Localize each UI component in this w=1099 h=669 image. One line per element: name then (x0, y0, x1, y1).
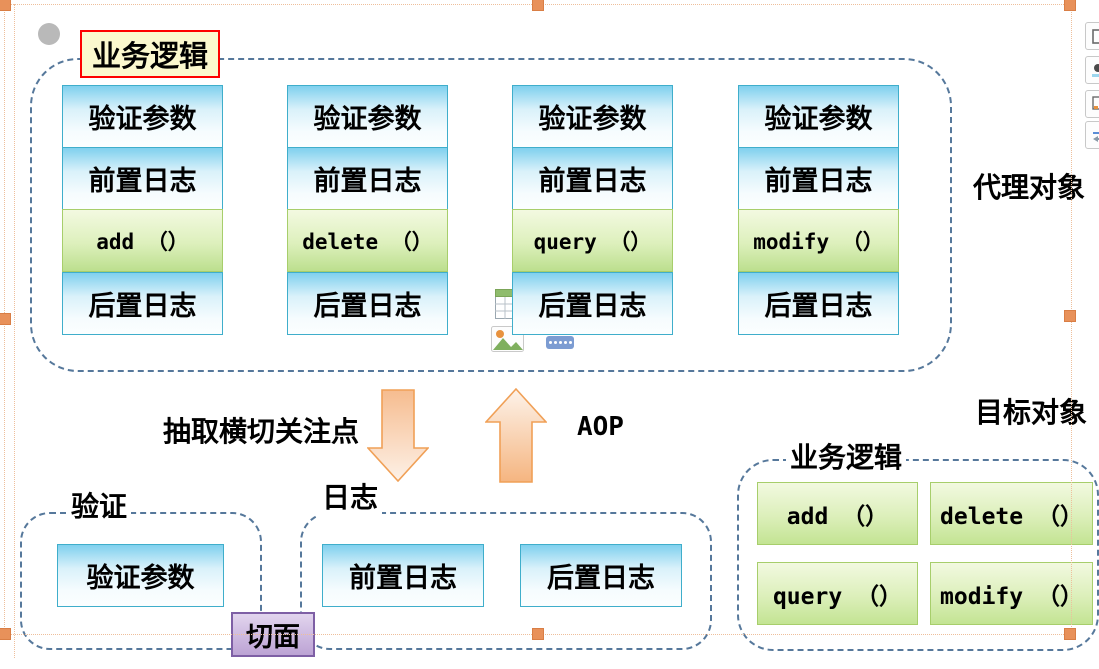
cell-verify-params[interactable]: 验证参数 (512, 85, 673, 148)
proxy-group-outline[interactable] (30, 58, 952, 372)
proxy-object-label: 代理对象 (973, 173, 1086, 204)
placeholder-left-guide (14, 4, 15, 658)
target-method-modify[interactable]: modify （） (930, 562, 1093, 625)
aop-label: AOP (577, 412, 624, 442)
cell-pre-log[interactable]: 前置日志 (512, 147, 673, 210)
selection-handle-bottom-right[interactable] (1064, 628, 1076, 640)
cell-pre-log[interactable]: 前置日志 (738, 147, 899, 210)
cell-pre-log[interactable]: 前置日志 (287, 147, 448, 210)
cell-method-query[interactable]: query （） (512, 209, 673, 272)
target-method-delete[interactable]: delete （） (930, 482, 1093, 545)
log-group-outline[interactable] (300, 512, 712, 650)
bullet-circle-shape[interactable] (38, 23, 60, 45)
verify-group-label: 验证 (67, 485, 132, 525)
target-group-outline[interactable] (737, 459, 1099, 651)
pre-log-box[interactable]: 前置日志 (322, 544, 484, 607)
refresh-options-button[interactable] (1085, 121, 1099, 149)
extract-crosscut-label: 抽取横切关注点 (163, 417, 360, 448)
cell-verify-params[interactable]: 验证参数 (287, 85, 448, 148)
format-options-button[interactable] (1085, 56, 1099, 84)
layout-options-button[interactable] (1085, 90, 1099, 118)
down-arrow-shape[interactable] (367, 389, 429, 482)
verify-params-box[interactable]: 验证参数 (57, 544, 224, 607)
cell-post-log[interactable]: 后置日志 (738, 272, 899, 335)
selection-handle-bottom-mid[interactable] (532, 628, 544, 640)
aspect-tag-label: 切面 (246, 622, 300, 652)
verify-group-outline[interactable] (20, 512, 262, 650)
selection-handle-bottom-left[interactable] (0, 628, 11, 640)
selection-handle-top-mid[interactable] (532, 0, 544, 11)
cell-post-log[interactable]: 后置日志 (287, 272, 448, 335)
arrows-icon (1093, 132, 1099, 142)
cell-method-add[interactable]: add （） (62, 209, 223, 272)
up-arrow-shape[interactable] (485, 388, 547, 483)
cell-method-delete[interactable]: delete （） (287, 209, 448, 272)
proxy-group-label: 业务逻辑 (91, 41, 208, 73)
aspect-tag-box[interactable]: 切面 (231, 612, 315, 657)
brush-icon (1092, 64, 1099, 77)
proxy-column-delete[interactable]: 验证参数 前置日志 delete （） 后置日志 (287, 85, 448, 335)
proxy-group-label-box[interactable]: 业务逻辑 (80, 30, 220, 78)
proxy-column-modify[interactable]: 验证参数 前置日志 modify （） 后置日志 (738, 85, 899, 335)
target-object-label: 目标对象 (975, 398, 1088, 429)
insert-diagram-icon[interactable] (546, 336, 574, 349)
clipboard-icon (1092, 29, 1099, 44)
selection-handle-mid-right[interactable] (1064, 310, 1076, 322)
target-group-label: 业务逻辑 (786, 436, 907, 476)
target-method-add[interactable]: add （） (757, 482, 918, 545)
selection-handle-top-right[interactable] (1064, 0, 1076, 11)
proxy-column-add[interactable]: 验证参数 前置日志 add （） 后置日志 (62, 85, 223, 335)
post-log-box[interactable]: 后置日志 (520, 544, 682, 607)
page-layout-icon (1092, 96, 1099, 110)
cell-pre-log[interactable]: 前置日志 (62, 147, 223, 210)
cell-method-modify[interactable]: modify （） (738, 209, 899, 272)
cell-verify-params[interactable]: 验证参数 (62, 85, 223, 148)
target-method-query[interactable]: query （） (757, 562, 918, 625)
paste-options-button[interactable] (1085, 22, 1099, 50)
proxy-column-query[interactable]: 验证参数 前置日志 query （） 后置日志 (512, 85, 673, 335)
selection-handle-mid-left[interactable] (0, 313, 11, 325)
cell-post-log[interactable]: 后置日志 (512, 272, 673, 335)
selection-handle-top-left[interactable] (0, 0, 11, 11)
cell-post-log[interactable]: 后置日志 (62, 272, 223, 335)
cell-verify-params[interactable]: 验证参数 (738, 85, 899, 148)
log-group-label: 日志 (318, 476, 383, 516)
